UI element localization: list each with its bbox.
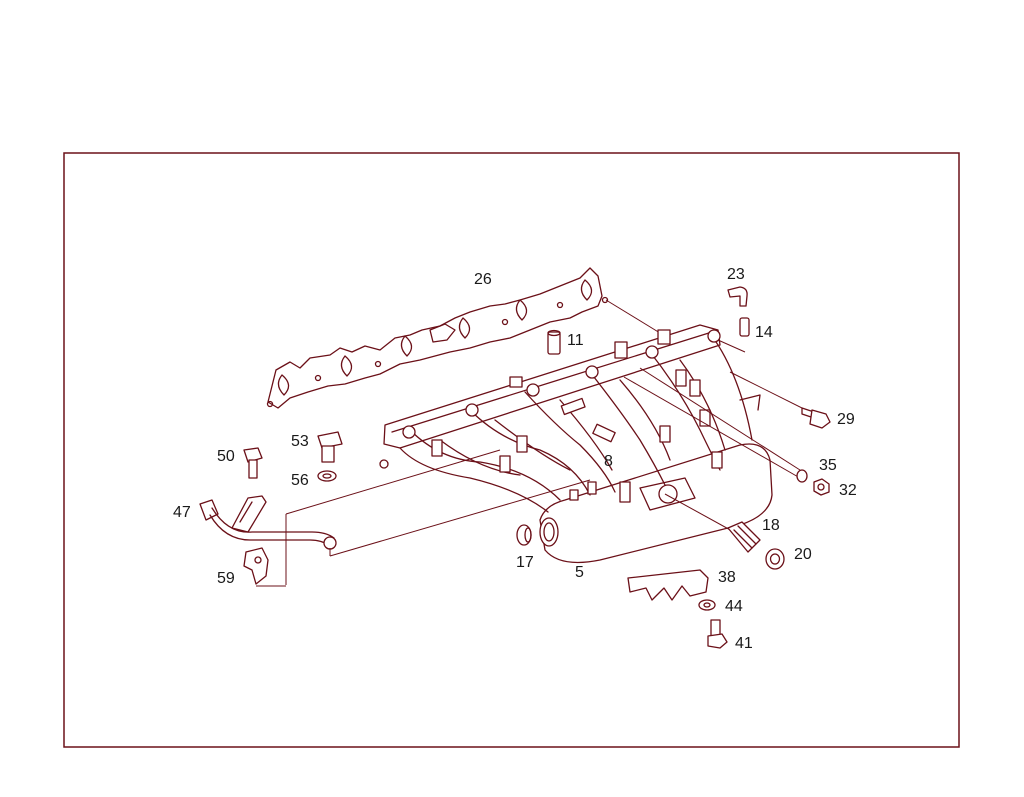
part-5-intake-manifold <box>379 324 811 564</box>
part-11-sleeve <box>547 329 561 355</box>
part-53-banjo-bolt <box>317 431 343 463</box>
part-56-washer <box>317 470 337 482</box>
part-59-clamp <box>243 547 286 587</box>
label-41: 41 <box>735 635 753 652</box>
part-26-gasket <box>266 267 661 409</box>
part-44-washer <box>698 599 716 611</box>
part-23-elbow <box>727 286 748 307</box>
part-20-ring <box>765 548 785 570</box>
part-32-nut <box>813 478 830 496</box>
label-59: 59 <box>217 570 235 587</box>
label-26: 26 <box>474 271 492 288</box>
part-50-bolt <box>243 447 263 479</box>
part-35-washer <box>796 469 808 483</box>
label-56: 56 <box>291 472 309 489</box>
label-8: 8 <box>604 453 613 470</box>
label-23: 23 <box>727 266 745 283</box>
label-50: 50 <box>217 448 235 465</box>
part-14-pin <box>739 317 750 337</box>
label-53: 53 <box>291 433 309 450</box>
label-38: 38 <box>718 569 736 586</box>
part-18-fitting <box>664 493 761 553</box>
label-11: 11 <box>567 332 584 349</box>
part-41-bolt <box>707 619 728 649</box>
label-29: 29 <box>837 411 855 428</box>
part-38-bracket <box>627 569 709 601</box>
label-5: 5 <box>575 564 584 581</box>
label-20: 20 <box>794 546 812 563</box>
part-17-seal <box>516 524 532 546</box>
label-14: 14 <box>755 324 773 341</box>
label-35: 35 <box>819 457 837 474</box>
label-44: 44 <box>725 598 743 615</box>
part-29-bolt <box>801 407 831 429</box>
part-47-pipe <box>199 449 591 585</box>
label-18: 18 <box>762 517 780 534</box>
label-17: 17 <box>516 554 534 571</box>
label-32: 32 <box>839 482 857 499</box>
diagram-frame <box>63 152 960 748</box>
label-47: 47 <box>173 504 191 521</box>
